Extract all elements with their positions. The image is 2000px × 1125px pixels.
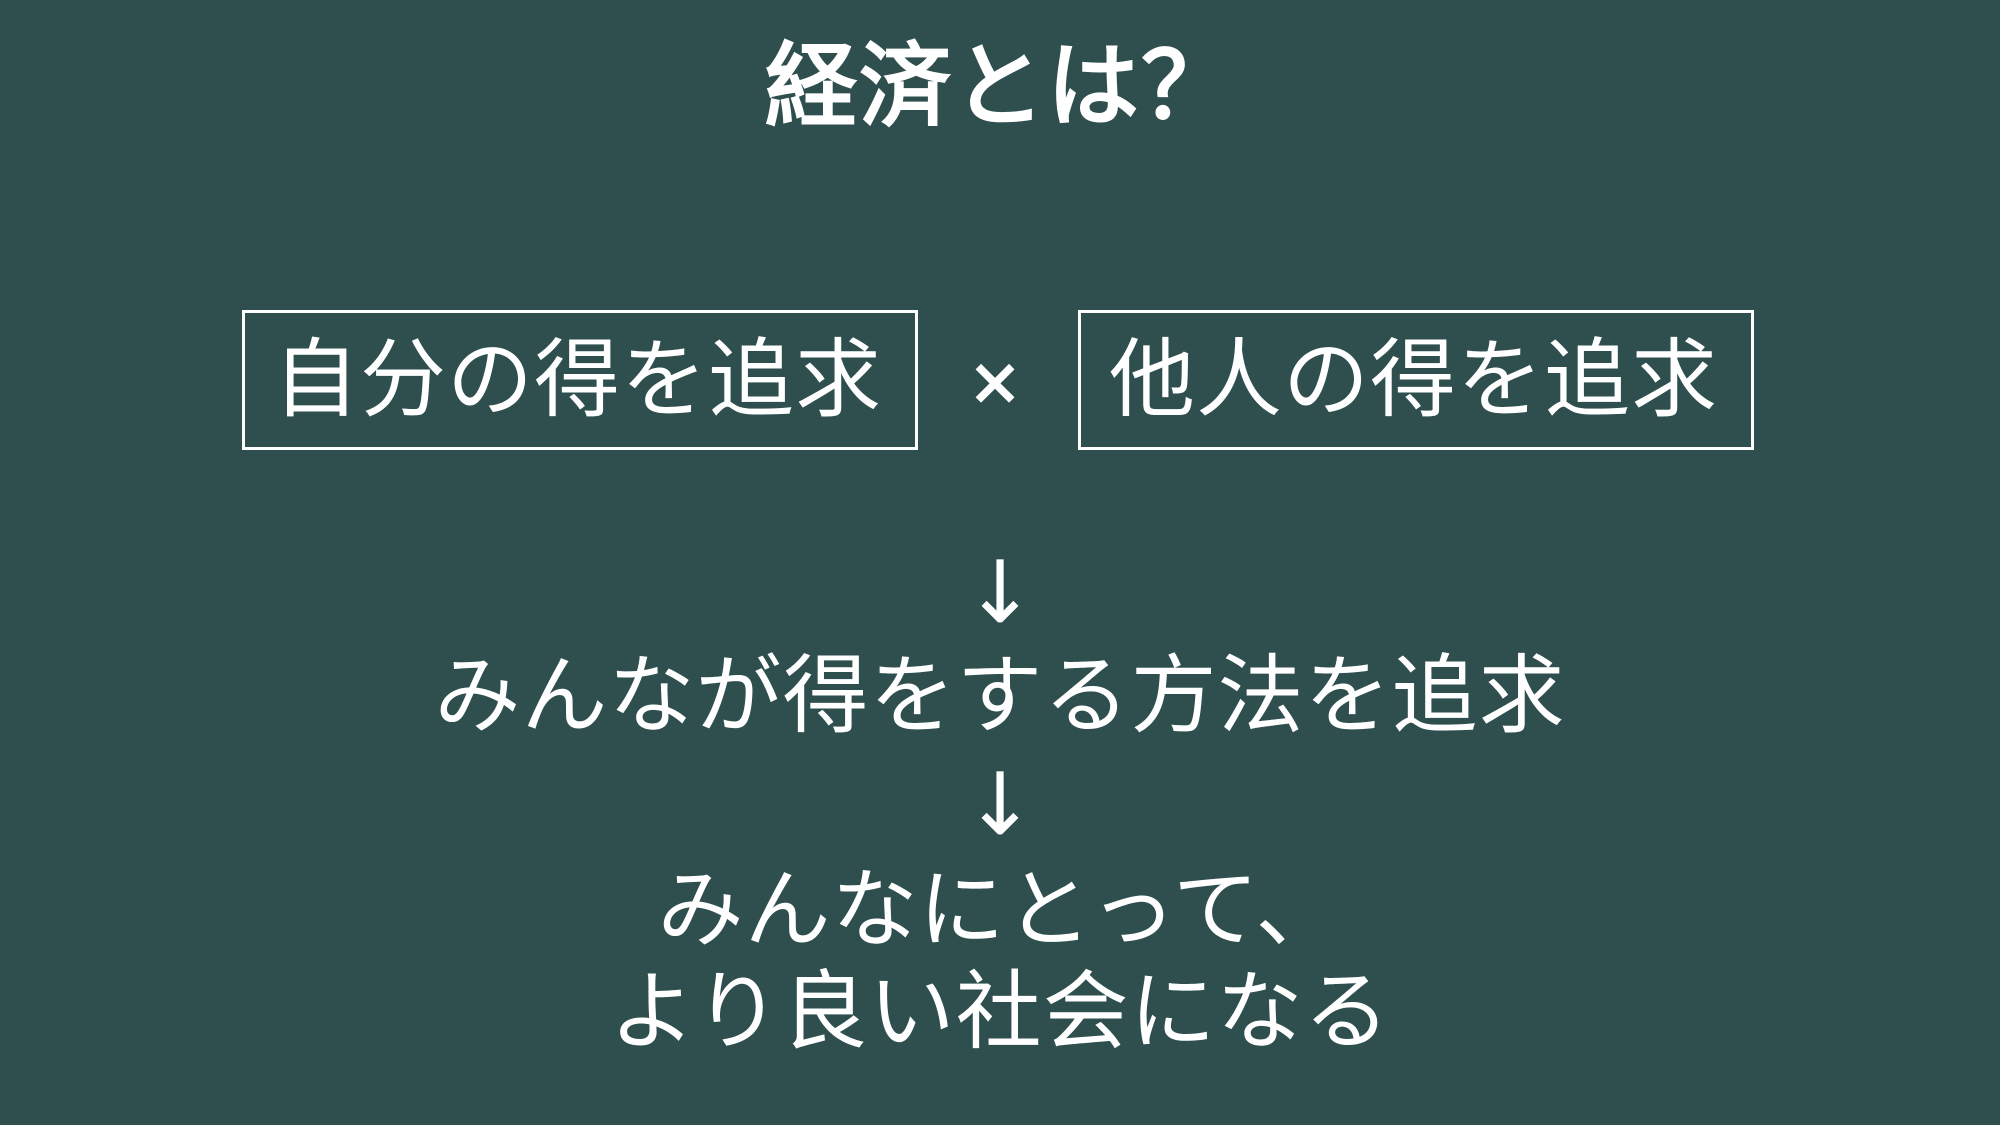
down-arrow-icon: ↓ [963,755,1037,855]
slide-title: 経済とは？ [764,33,1235,140]
result-better-society-line1: みんなにとって、 [657,860,1343,960]
others-interest-label: 他人の得を追求 [1109,330,1718,430]
down-arrow-icon: ↓ [963,543,1037,643]
multiply-operator: × [967,343,1023,420]
others-interest-box: 他人の得を追求 [1078,310,1754,450]
self-interest-box: 自分の得を追求 [242,310,918,450]
result-common-benefit: みんなが得をする方法を追求 [434,646,1566,746]
self-interest-label: 自分の得を追求 [273,330,882,430]
result-better-society-line2: より良い社会になる [609,962,1391,1062]
